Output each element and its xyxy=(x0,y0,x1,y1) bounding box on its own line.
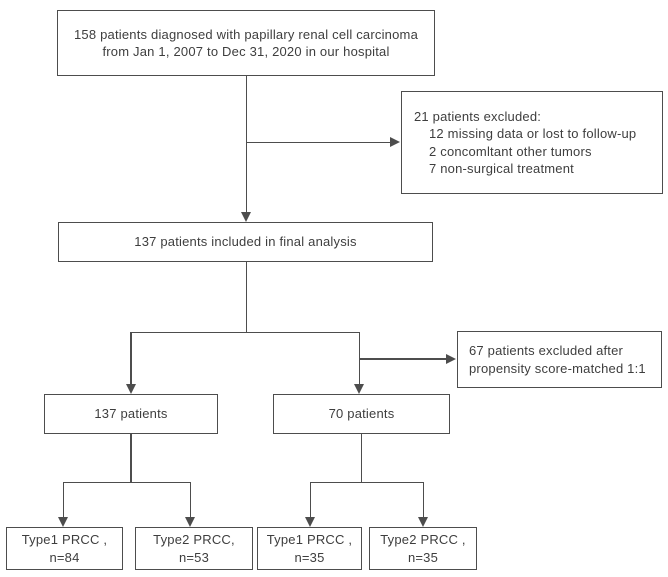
connector-split-3 xyxy=(309,481,424,483)
connector-branch-excluded-initial xyxy=(246,141,391,143)
excluded-initial-title: 21 patients excluded: xyxy=(414,109,542,125)
arrowhead-into-excluded-psm xyxy=(446,353,456,364)
box-type2-n53: Type2 PRCC, n=53 xyxy=(135,527,253,570)
connector-cohort-70-down xyxy=(360,434,362,482)
type1-n35-line1: Type1 PRCC , xyxy=(266,532,353,548)
excluded-initial-item-1: 12 missing data or lost to follow-up xyxy=(429,126,637,142)
type2-n53-line1: Type2 PRCC, xyxy=(153,532,235,548)
connector-split-1 xyxy=(130,331,360,333)
connector-type1-n35-down xyxy=(309,481,311,518)
excluded-psm-line2: propensity score-matched 1:1 xyxy=(469,360,646,376)
cohort-70-label: 70 patients xyxy=(328,406,395,422)
excluded-initial-item-2: 2 concomltant other tumors xyxy=(429,143,592,159)
type1-n84-line1: Type1 PRCC , xyxy=(21,532,108,548)
arrowhead-into-type1-n35 xyxy=(304,517,315,527)
initial-patients-line1: 158 patients diagnosed with papillary re… xyxy=(73,26,418,42)
connector-split-left-down xyxy=(130,331,132,386)
arrowhead-into-type2-n53 xyxy=(184,517,195,527)
connector-top-to-included xyxy=(245,76,247,214)
arrowhead-into-cohort-70 xyxy=(354,384,364,394)
box-excluded-initial: 21 patients excluded: 12 missing data or… xyxy=(401,91,663,194)
type2-n35-line2: n=35 xyxy=(407,549,439,565)
box-type1-n84: Type1 PRCC , n=84 xyxy=(6,527,123,570)
connector-split-2 xyxy=(62,481,191,483)
initial-patients-line2: from Jan 1, 2007 to Dec 31, 2020 in our … xyxy=(102,44,390,59)
box-type2-n35: Type2 PRCC , n=35 xyxy=(369,527,477,570)
box-initial-patients: 158 patients diagnosed with papillary re… xyxy=(57,10,435,76)
connector-included-down xyxy=(245,262,247,333)
arrowhead-into-type1-n84 xyxy=(57,517,68,527)
excluded-initial-item-3: 7 non-surgical treatment xyxy=(429,160,574,176)
arrowhead-into-cohort-137 xyxy=(125,384,136,394)
type2-n53-line2: n=53 xyxy=(178,549,210,565)
connector-type1-n84-down xyxy=(62,481,64,518)
box-cohort-137: 137 patients xyxy=(44,394,218,434)
connector-branch-excluded-psm xyxy=(359,358,447,360)
included-final-label: 137 patients included in final analysis xyxy=(134,234,357,250)
type1-n35-line2: n=35 xyxy=(294,549,325,565)
type2-n35-line1: Type2 PRCC , xyxy=(380,532,466,548)
arrowhead-into-included xyxy=(240,212,251,222)
connector-type2-n53-down xyxy=(189,481,191,518)
cohort-137-label: 137 patients xyxy=(94,406,168,422)
arrowhead-into-excluded-initial xyxy=(390,137,400,147)
box-included-final: 137 patients included in final analysis xyxy=(58,222,433,262)
type1-n84-line2: n=84 xyxy=(49,549,80,565)
arrowhead-into-type2-n35 xyxy=(417,517,428,527)
connector-type2-n35-down xyxy=(422,481,424,518)
excluded-psm-line1: 67 patients excluded after xyxy=(469,343,624,359)
box-type1-n35: Type1 PRCC , n=35 xyxy=(257,527,362,570)
box-cohort-70: 70 patients xyxy=(273,394,450,434)
connector-cohort-137-down xyxy=(130,434,132,482)
box-excluded-psm: 67 patients excluded after propensity sc… xyxy=(457,331,662,388)
